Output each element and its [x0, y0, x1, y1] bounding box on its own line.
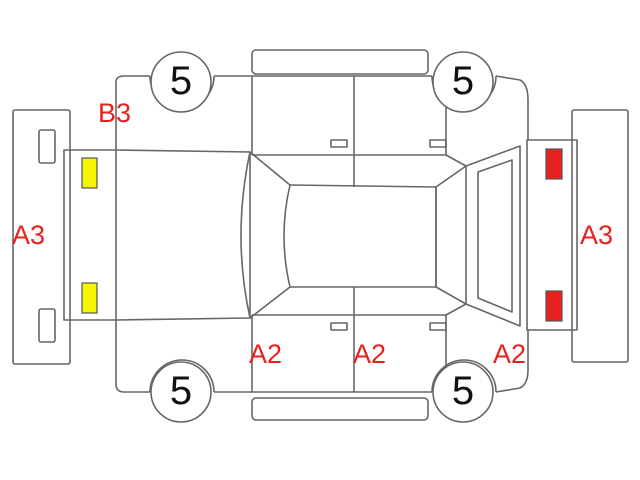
left-rear-quarter-label: A2 [493, 339, 527, 369]
left-front-door-label: A2 [249, 339, 283, 369]
front-lamp-bottom [81, 282, 98, 314]
top-side-sill [251, 49, 429, 75]
rear-lamp-top [545, 148, 563, 180]
front-left-arch [149, 359, 215, 393]
upper-body-outline [115, 75, 529, 150]
front-grille-panel [63, 149, 117, 321]
lower-front-handle [330, 322, 348, 331]
rear-bumper-outline [571, 109, 629, 363]
tire-rear-right-number: 5 [451, 59, 475, 103]
roof-outline [289, 184, 437, 288]
front-lamp-top [81, 157, 98, 189]
lower-body-outline [115, 320, 529, 393]
tire-rear-left [432, 361, 494, 423]
bottom-side-sill [251, 397, 429, 421]
hood-outline [115, 149, 251, 321]
rear-window-outline [435, 165, 467, 305]
upper-front-handle [330, 139, 348, 148]
tire-front-right [150, 51, 212, 113]
lower-rear-handle [429, 322, 447, 331]
rear-panel [526, 139, 578, 331]
front-bumper-slot-top [38, 129, 56, 164]
front-bumper-label: A3 [12, 220, 46, 250]
tire-front-right-number: 5 [169, 59, 193, 103]
tire-rear-left-number: 5 [451, 369, 475, 413]
rear-bumper-label: A3 [580, 220, 614, 250]
tire-front-left [150, 361, 212, 423]
upper-rear-handle [429, 139, 447, 148]
trunk-outline [465, 145, 521, 327]
rear-left-arch [431, 359, 497, 393]
tire-front-left-number: 5 [169, 369, 193, 413]
front-bumper-outline [12, 109, 71, 365]
left-rear-door-label: A2 [353, 339, 387, 369]
tire-rear-right [432, 51, 494, 113]
windshield-outline [240, 151, 291, 319]
front-fender-label: B3 [98, 98, 132, 128]
trunk-inner [477, 159, 513, 313]
front-bumper-slot-bottom [38, 308, 56, 343]
rear-lamp-bottom [545, 290, 563, 322]
